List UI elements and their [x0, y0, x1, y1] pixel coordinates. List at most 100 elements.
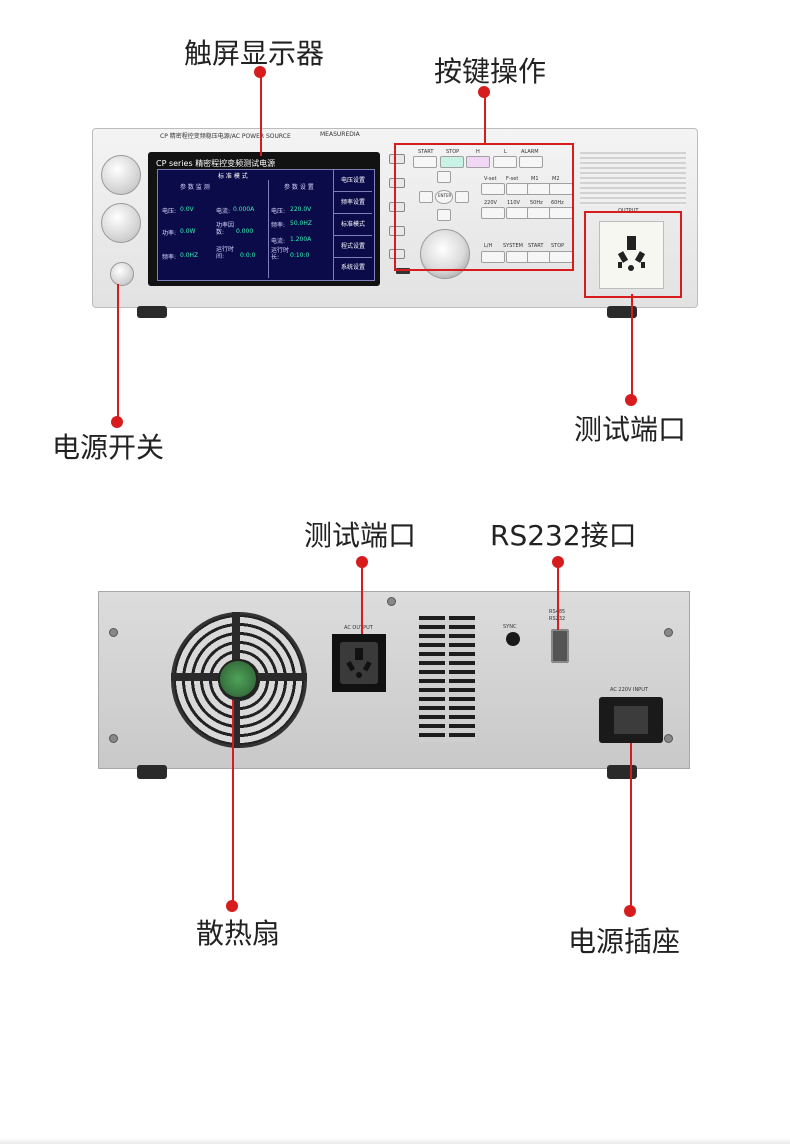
lcd-divider: [268, 180, 269, 278]
left-knob-top[interactable]: [101, 155, 141, 195]
alarm-key[interactable]: [519, 156, 543, 168]
callout-touchscreen: 触屏显示器: [184, 37, 325, 70]
lcd-set-current-value[interactable]: 1.200A: [290, 236, 312, 243]
lcd-set-runtime-label: 运行时长:: [271, 247, 290, 261]
screen-title: CP series 精密程控变频测试电源: [156, 159, 276, 168]
lcd-current-label: 电流:: [216, 208, 231, 215]
start-key[interactable]: [413, 156, 437, 168]
lcd-voltage-label: 电压:: [162, 208, 177, 215]
lcd-power-label: 功率:: [162, 230, 177, 237]
key-label-system: SYSTEM: [503, 243, 523, 249]
front-foot-right: [607, 306, 637, 318]
direction-pad: [419, 171, 469, 221]
lcd-monitor-header: 参 数 监 测: [180, 184, 210, 191]
callout-dot-power-switch: [111, 416, 123, 428]
side-key-2[interactable]: [389, 178, 405, 188]
menu-frequency-settings[interactable]: 频率设置: [334, 193, 372, 214]
rear-screw-bl: [109, 734, 118, 743]
lcd-set-runtime-value[interactable]: 0:10:0: [290, 252, 310, 259]
lcd-power-value: 0.0W: [180, 228, 196, 235]
lcd-set-voltage-label: 电压:: [271, 208, 286, 215]
lcd-freq-label: 频率:: [162, 254, 177, 261]
callout-fan: 散热扇: [196, 917, 281, 950]
enter-key[interactable]: [435, 190, 453, 204]
stop-key[interactable]: [440, 156, 464, 168]
left-arrow-key[interactable]: [419, 191, 433, 203]
key-label-start-2: START: [528, 243, 544, 249]
right-arrow-key[interactable]: [455, 191, 469, 203]
front-output-socket[interactable]: [599, 221, 664, 289]
callout-line-fan: [232, 700, 234, 906]
callout-power-socket: 电源插座: [568, 925, 681, 958]
side-key-3[interactable]: [389, 202, 405, 212]
key-label-alarm: ALARM: [521, 149, 539, 155]
key-label-220v: 220V: [484, 200, 497, 206]
brand-logo: MEASUREDIA: [320, 131, 360, 138]
h-key[interactable]: [466, 156, 490, 168]
lcd-settings-header: 参 数 设 置: [284, 184, 314, 191]
key-label-60hz: 60Hz: [551, 200, 564, 206]
rs232-port[interactable]: [551, 629, 569, 663]
callout-dot-fan: [226, 900, 238, 912]
callout-dot-power-socket: [624, 905, 636, 917]
rear-vent-divider: [445, 616, 449, 742]
lh-key[interactable]: [481, 251, 505, 263]
callout-dot-keypad: [478, 86, 490, 98]
menu-standard-mode[interactable]: 标准模式: [334, 215, 372, 236]
lcd-set-freq-value[interactable]: 50.0HZ: [290, 220, 312, 227]
lcd-set-voltage-value[interactable]: 220.0V: [290, 206, 312, 213]
lcd-side-menu: [333, 169, 375, 281]
callout-dot-test-port-front: [625, 394, 637, 406]
usb-port[interactable]: [396, 268, 410, 274]
rear-screw-tr: [664, 628, 673, 637]
fan-hub-icon: [218, 659, 258, 699]
key-label-stop-2: STOP: [551, 243, 565, 249]
key-label-m1: M1: [531, 176, 539, 182]
power-inlet-icon: [614, 706, 648, 734]
sync-port[interactable]: [506, 632, 520, 646]
220v-key[interactable]: [481, 207, 505, 219]
page-bottom-edge: [0, 1138, 790, 1144]
lcd-mode-title: 标 准 模 式: [218, 173, 248, 180]
key-label-h: H: [476, 149, 480, 155]
up-arrow-key[interactable]: [437, 171, 451, 183]
vset-key[interactable]: [481, 183, 505, 195]
callout-line-power-socket: [630, 743, 632, 911]
callout-test-port-rear: 测试端口: [304, 519, 417, 552]
key-label-stop: STOP: [446, 149, 460, 155]
front-foot-left: [137, 306, 167, 318]
test-port-highlight-box: [584, 211, 682, 298]
callout-line-keypad: [484, 92, 486, 144]
side-key-5[interactable]: [389, 249, 405, 259]
power-switch-button[interactable]: [110, 262, 134, 286]
lcd-display[interactable]: [157, 169, 335, 281]
lcd-runtime-value: 0:0:0: [240, 252, 256, 259]
rear-foot-right: [607, 765, 637, 779]
key-label-fset: F-set: [506, 176, 519, 182]
ac-input-label: AC 220V INPUT: [610, 687, 648, 693]
lcd-runtime-label: 运行时间:: [216, 246, 235, 260]
rear-screw-br: [664, 734, 673, 743]
keypad-highlight-box: [394, 143, 574, 271]
callout-dot-touchscreen: [254, 66, 266, 78]
menu-program-settings[interactable]: 程式设置: [334, 237, 372, 258]
sync-label: SYNC: [503, 624, 517, 630]
callout-keypad: 按键操作: [434, 55, 547, 88]
l-key[interactable]: [493, 156, 517, 168]
key-label-start: START: [418, 149, 434, 155]
rear-screw-top: [387, 597, 396, 606]
left-knob-middle[interactable]: [101, 203, 141, 243]
menu-system-settings[interactable]: 系统设置: [340, 264, 365, 271]
key-label-50hz: 50Hz: [530, 200, 543, 206]
down-arrow-key[interactable]: [437, 209, 451, 221]
side-key-1[interactable]: [389, 154, 405, 164]
model-header-text: CP 精密程控变频稳压电源/AC POWER SOURCE: [160, 133, 291, 140]
callout-line-power-switch: [117, 284, 119, 420]
menu-voltage-settings[interactable]: 电压设置: [334, 171, 372, 192]
callout-line-rs232: [557, 562, 559, 630]
ac-output-label: AC OUTPUT: [344, 625, 373, 631]
rear-screw-tl: [109, 628, 118, 637]
rear-foot-left: [137, 765, 167, 779]
callout-line-touchscreen: [260, 72, 262, 156]
side-key-4[interactable]: [389, 226, 405, 236]
